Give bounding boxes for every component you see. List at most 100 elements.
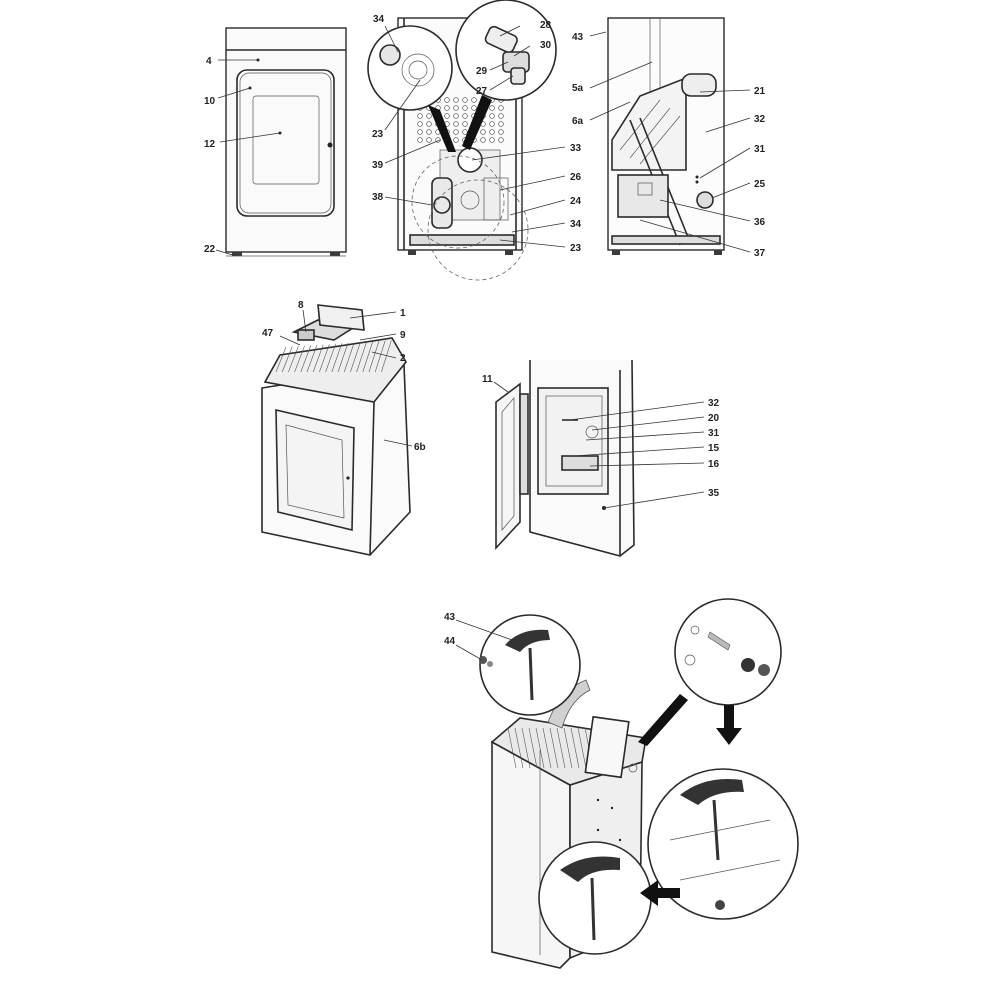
- perforation-hole: [462, 113, 468, 119]
- grille-bar: [535, 727, 545, 769]
- grille-bar: [528, 727, 538, 769]
- label-32-side: 32: [754, 114, 766, 125]
- perforation-hole: [444, 97, 450, 103]
- perforation-hole: [498, 105, 504, 111]
- grille-bar: [300, 345, 312, 373]
- tool-detail-view: 43 44: [444, 598, 799, 969]
- grille-bar: [350, 342, 361, 373]
- grille-bar: [374, 340, 386, 373]
- open-door-view: 11 32 20 31 15 16 35: [482, 359, 720, 557]
- perforation-hole: [417, 121, 423, 127]
- label-23-upper: 23: [372, 129, 384, 140]
- grille-bar: [542, 727, 552, 769]
- label-39: 39: [372, 160, 384, 171]
- perforation-hole: [489, 129, 495, 135]
- perforation-hole: [498, 137, 504, 143]
- label-9: 9: [400, 330, 406, 341]
- t-handle-key-icon: [680, 779, 744, 861]
- grille-bar: [288, 346, 299, 373]
- label-37: 37: [754, 248, 766, 259]
- perforation-hole: [462, 129, 468, 135]
- t-handle-key-icon: [560, 856, 620, 941]
- label-2: 2: [400, 353, 406, 364]
- label-43-tool: 43: [444, 612, 456, 623]
- label-12: 12: [204, 139, 216, 150]
- screw-icon: [479, 656, 493, 667]
- perspective-view: 8 1 47 9 2 6b: [261, 300, 426, 556]
- label-32-door: 32: [708, 398, 720, 409]
- t-handle-key-icon: [505, 629, 550, 701]
- perforation-hole: [417, 129, 423, 135]
- label-31-door: 31: [708, 428, 720, 439]
- perforation-hole: [462, 97, 468, 103]
- perforation-hole: [480, 137, 486, 143]
- perforation-hole: [489, 105, 495, 111]
- grille-bar: [549, 727, 559, 769]
- label-36: 36: [754, 217, 766, 228]
- label-35: 35: [708, 488, 720, 499]
- grille-bar: [343, 342, 355, 373]
- label-24: 24: [570, 196, 582, 207]
- label-38: 38: [372, 192, 384, 203]
- grille-bar: [577, 727, 587, 769]
- grille-bar: [319, 344, 330, 373]
- label-33: 33: [570, 143, 582, 154]
- label-28: 28: [540, 20, 552, 31]
- label-11: 11: [482, 374, 493, 385]
- rear-view: 34 28 30 29 27 23 39 33 38 26 24 34 23: [367, 0, 582, 281]
- label-26: 26: [570, 172, 582, 183]
- label-27: 27: [476, 86, 488, 97]
- grille-bar: [507, 727, 517, 769]
- label-34-top: 34: [373, 14, 385, 25]
- label-44: 44: [444, 636, 456, 647]
- perforation-hole: [453, 121, 459, 127]
- perforation-hole: [417, 137, 423, 143]
- perforation-hole: [471, 97, 477, 103]
- perforation-hole: [462, 121, 468, 127]
- perforation-hole: [426, 121, 432, 127]
- front-view: 4 10 12 22: [204, 27, 347, 257]
- label-15: 15: [708, 443, 720, 454]
- tool-grille: [507, 727, 594, 769]
- label-31-side: 31: [754, 144, 766, 155]
- grille-bar: [362, 341, 374, 373]
- grille-bar: [281, 346, 293, 373]
- perforation-hole: [453, 129, 459, 135]
- grille-bar: [294, 345, 305, 373]
- label-8: 8: [298, 300, 304, 311]
- label-10: 10: [204, 96, 216, 107]
- grille-bar: [563, 727, 573, 769]
- perforation-hole: [435, 137, 441, 143]
- label-5a: 5a: [572, 83, 584, 94]
- perforation-hole: [498, 129, 504, 135]
- grille-bar: [368, 340, 380, 373]
- perforation-hole: [453, 113, 459, 119]
- label-34-bottom: 34: [570, 219, 582, 230]
- grille-bar: [306, 344, 318, 373]
- perforation-hole: [426, 137, 432, 143]
- grille-bar: [275, 346, 287, 373]
- label-43-side: 43: [572, 32, 584, 43]
- grille-bar: [356, 341, 367, 373]
- grille-bar: [331, 343, 343, 373]
- perforation-hole: [417, 113, 423, 119]
- grille-bar: [521, 727, 531, 769]
- top-grille: [275, 340, 392, 373]
- label-20: 20: [708, 413, 720, 424]
- label-6a: 6a: [572, 116, 584, 127]
- label-25: 25: [754, 179, 766, 190]
- grille-bar: [312, 344, 324, 373]
- label-47: 47: [262, 328, 274, 339]
- label-23-lower: 23: [570, 243, 582, 254]
- arrow-down-icon: [716, 705, 742, 745]
- label-16: 16: [708, 459, 720, 470]
- label-21: 21: [754, 86, 766, 97]
- perforation-hole: [462, 105, 468, 111]
- label-6b: 6b: [414, 442, 426, 453]
- perforation-hole: [480, 129, 486, 135]
- label-1: 1: [400, 308, 406, 319]
- perforation-hole: [426, 129, 432, 135]
- perforation-hole: [426, 113, 432, 119]
- grille-bar: [556, 727, 566, 769]
